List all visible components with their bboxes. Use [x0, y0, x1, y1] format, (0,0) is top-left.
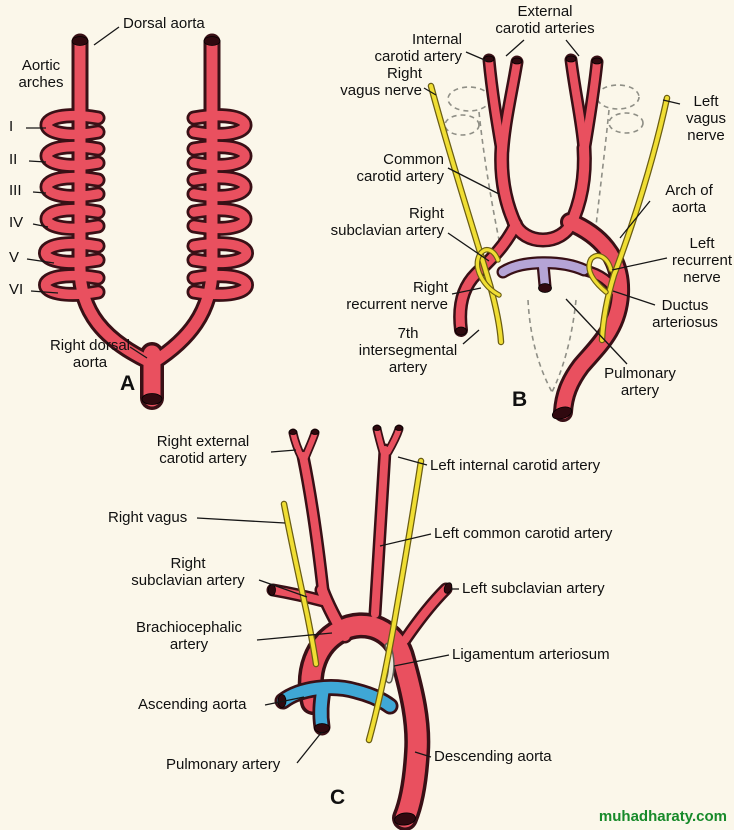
label-pulmonary-artery-c: Pulmonary artery [166, 756, 281, 773]
label-common-carotid-artery: Common carotid artery [356, 151, 444, 185]
label-descending-aorta: Descending aorta [434, 748, 552, 765]
panel-b-illustration [431, 56, 667, 421]
arch-numeral-IV: IV [9, 214, 24, 231]
panel-a-letter: A [120, 372, 136, 395]
label-external-carotid-arteries: External carotid arteries [495, 3, 595, 37]
label-right-recurrent-nerve: Right recurrent nerve [346, 279, 448, 313]
label-ascending-aorta: Ascending aorta [138, 696, 247, 713]
label-left-recurrent-nerve: Left recurrent nerve [671, 235, 733, 286]
panel-b-letter: B [512, 388, 528, 411]
label-brachiocephalic-artery: Brachiocephalic artery [136, 619, 242, 653]
label-right-vagus-nerve: Right vagus nerve [340, 65, 422, 99]
panel-c-illustration [269, 426, 454, 827]
label-left-vagus-nerve: Left vagus nerve [685, 93, 727, 144]
label-right-vagus: Right vagus [108, 509, 188, 526]
panel-a-illustration [46, 37, 247, 405]
arch-numeral-V: V [9, 249, 20, 266]
label-left-common-carotid-artery: Left common carotid artery [434, 525, 613, 542]
arch-numeral-II: II [9, 151, 18, 168]
label-right-subclavian-artery-b: Right subclavian artery [330, 205, 444, 239]
label-right-dorsal-aorta: Right dorsal aorta [49, 337, 131, 371]
label-dorsal-aorta: Dorsal aorta [123, 15, 205, 32]
label-left-subclavian-artery: Left subclavian artery [462, 580, 605, 597]
label-ligamentum-arteriosum: Ligamentum arteriosum [452, 646, 610, 663]
label-pulmonary-artery-b: Pulmonary artery [604, 365, 676, 399]
label-ductus-arteriosus: Ductus arteriosus [652, 297, 718, 331]
arch-numeral-III: III [9, 182, 22, 199]
leader-lines [26, 26, 681, 764]
arch-numeral-VI: VI [9, 281, 24, 298]
label-right-subclavian-artery-c: Right subclavian artery [131, 555, 245, 589]
label-7th-intersegmental-artery: 7th intersegmental artery [358, 325, 458, 376]
label-left-internal-carotid-artery: Left internal carotid artery [430, 457, 601, 474]
label-right-external-carotid-artery: Right external carotid artery [156, 433, 250, 467]
watermark: muhadharaty.com [598, 808, 727, 825]
label-internal-carotid-artery: Internal carotid artery [374, 31, 462, 65]
label-aortic-arches: Aortic arches [18, 57, 64, 91]
panel-c-letter: C [330, 786, 346, 809]
arch-numeral-I: I [9, 118, 14, 135]
label-arch-of-aorta: Arch of aorta [665, 182, 713, 216]
